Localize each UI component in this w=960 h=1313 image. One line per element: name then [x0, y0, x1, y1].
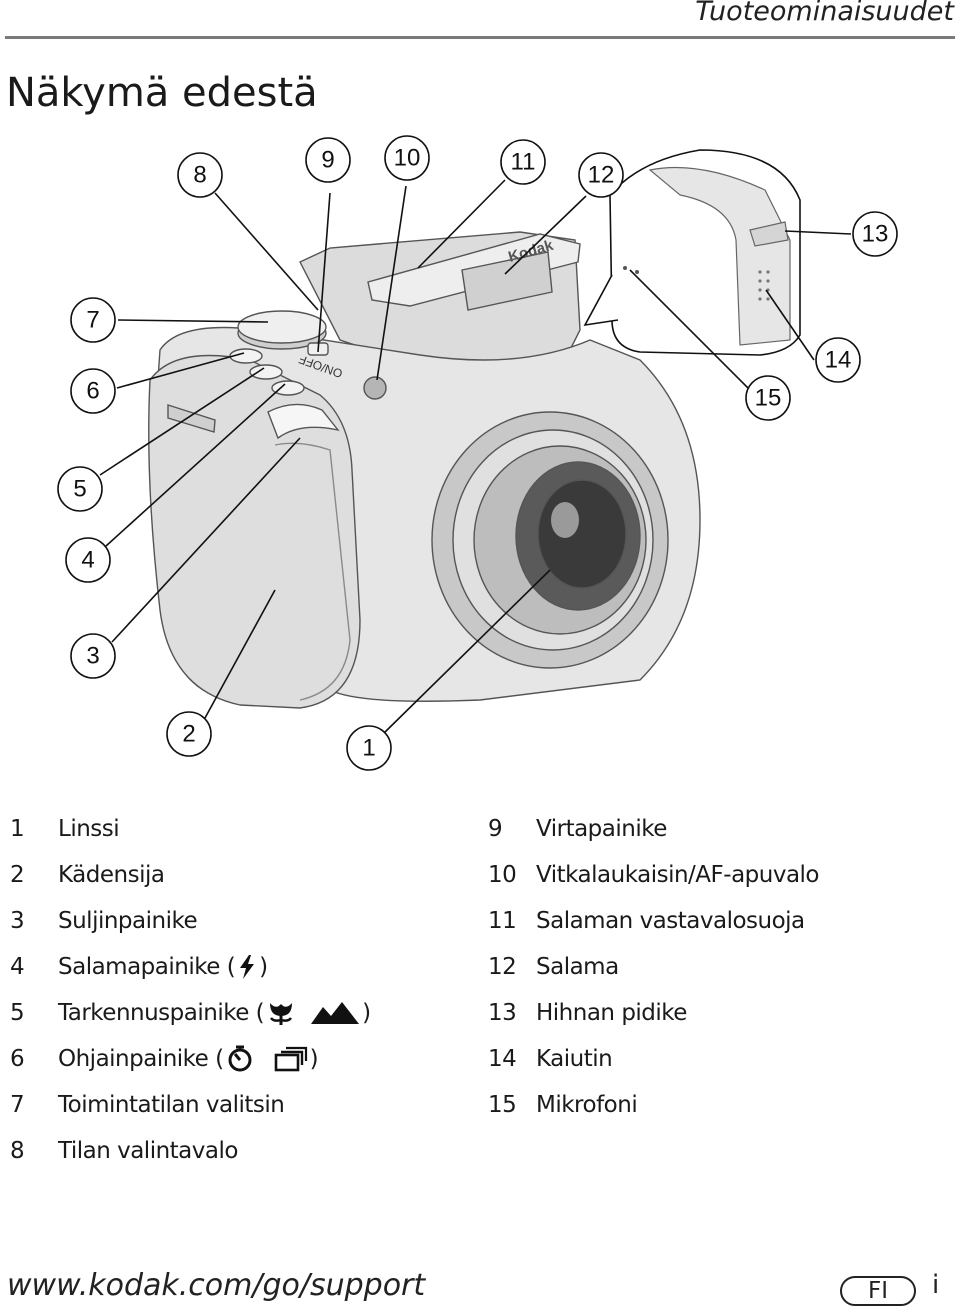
header-divider: [5, 36, 955, 39]
legend-label-text: Salamapainike (: [58, 954, 236, 980]
callout-11: 11: [500, 139, 546, 185]
svg-text:1: 1: [362, 735, 375, 762]
callout-2: 2: [166, 711, 212, 757]
legend-number: 1: [10, 816, 25, 842]
landscape-icon: [310, 1001, 360, 1025]
callout-10: 10: [384, 135, 430, 181]
callout-14: 14: [815, 337, 861, 383]
camera-front-view-figure: Kodak ON/OFF 1 2 3: [57, 135, 898, 771]
callout-12: 12: [578, 152, 624, 198]
legend-right-column: 9 Virtapainike 10 Vitkalaukaisin/AF-apuv…: [488, 806, 820, 1128]
legend-label: Toimintatilan valitsin: [58, 1092, 285, 1118]
callout-3: 3: [70, 633, 116, 679]
legend-label-text: Tarkennuspainike (: [58, 1000, 265, 1026]
legend-item-13: 13 Hihnan pidike: [488, 990, 819, 1036]
svg-text:4: 4: [81, 547, 94, 574]
legend-label: Salaman vastavalosuoja: [536, 908, 805, 934]
legend-label: Salamapainike ( ): [58, 954, 268, 980]
language-badge: FI: [840, 1276, 916, 1306]
callout-9: 9: [305, 137, 351, 183]
legend-number: 14: [488, 1046, 517, 1072]
callout-15: 15: [745, 375, 791, 421]
legend-number: 10: [488, 862, 517, 888]
legend-item-9: 9 Virtapainike: [488, 806, 819, 852]
callout-7: 7: [70, 297, 116, 343]
flash-icon: [237, 954, 257, 980]
camera-illustration: [148, 231, 701, 709]
legend-label: Linssi: [58, 816, 120, 842]
strap-detail-inset: [583, 149, 801, 356]
legend-label-close: ): [309, 1046, 319, 1072]
legend-label: Tarkennuspainike ( ): [58, 1000, 371, 1026]
legend-label: Mikrofoni: [536, 1092, 638, 1118]
legend-number: 11: [488, 908, 517, 934]
legend-number: 8: [10, 1138, 25, 1164]
svg-text:15: 15: [755, 385, 782, 412]
support-url-link[interactable]: www.kodak.com/go/support: [7, 1268, 426, 1303]
callout-13: 13: [852, 211, 898, 257]
legend-number: 4: [10, 954, 25, 980]
callout-6: 6: [70, 368, 116, 414]
legend-label: Kädensija: [58, 862, 165, 888]
legend-label: Vitkalaukaisin/AF-apuvalo: [536, 862, 820, 888]
svg-text:7: 7: [86, 307, 99, 334]
legend-number: 3: [10, 908, 25, 934]
legend-item-3: 3 Suljinpainike: [10, 898, 371, 944]
legend-left-column: 1 Linssi 2 Kädensija 3 Suljinpainike 4 S…: [10, 806, 371, 1174]
legend-item-7: 7 Toimintatilan valitsin: [10, 1082, 371, 1128]
svg-text:6: 6: [86, 378, 99, 405]
svg-text:3: 3: [86, 643, 99, 670]
svg-text:8: 8: [193, 162, 206, 189]
callout-4: 4: [65, 537, 111, 583]
callout-1: 1: [346, 725, 392, 771]
legend-item-4: 4 Salamapainike ( ): [10, 944, 371, 990]
burst-icon: [274, 1046, 308, 1072]
legend-number: 5: [10, 1000, 25, 1026]
legend-item-5: 5 Tarkennuspainike ( ): [10, 990, 371, 1036]
legend-number: 2: [10, 862, 25, 888]
legend-item-14: 14 Kaiutin: [488, 1036, 819, 1082]
page-title: Näkymä edestä: [6, 70, 318, 116]
legend-item-11: 11 Salaman vastavalosuoja: [488, 898, 819, 944]
legend-item-15: 15 Mikrofoni: [488, 1082, 819, 1128]
legend-label: Salama: [536, 954, 619, 980]
self-timer-icon: [226, 1045, 254, 1073]
page-number: i: [932, 1270, 940, 1300]
legend-item-8: 8 Tilan valintavalo: [10, 1128, 371, 1174]
legend-item-12: 12 Salama: [488, 944, 819, 990]
legend-label: Tilan valintavalo: [58, 1138, 238, 1164]
callout-5: 5: [57, 466, 103, 512]
svg-text:12: 12: [588, 162, 615, 189]
legend-number: 15: [488, 1092, 517, 1118]
legend-number: 13: [488, 1000, 517, 1026]
legend-label: Hihnan pidike: [536, 1000, 687, 1026]
legend-label: Kaiutin: [536, 1046, 613, 1072]
section-title: Tuoteominaisuudet: [695, 0, 954, 27]
callout-leader-lines: [99, 179, 852, 735]
svg-text:10: 10: [394, 145, 421, 172]
legend-label-text: Ohjainpainike (: [58, 1046, 224, 1072]
svg-text:13: 13: [862, 221, 889, 248]
legend-label-close: ): [259, 954, 268, 980]
legend-number: 7: [10, 1092, 25, 1118]
legend-number: 9: [488, 816, 503, 842]
legend-label: Suljinpainike: [58, 908, 198, 934]
callout-8: 8: [177, 152, 223, 198]
legend-label-close: ): [362, 1000, 371, 1026]
legend-label: Ohjainpainike ( ): [58, 1045, 319, 1073]
macro-icon: [266, 1000, 296, 1026]
svg-text:11: 11: [511, 149, 536, 176]
svg-text:9: 9: [321, 147, 334, 174]
legend-number: 12: [488, 954, 517, 980]
svg-text:14: 14: [825, 347, 852, 374]
svg-text:5: 5: [73, 476, 86, 503]
legend-item-2: 2 Kädensija: [10, 852, 371, 898]
legend-item-10: 10 Vitkalaukaisin/AF-apuvalo: [488, 852, 820, 898]
legend-item-6: 6 Ohjainpainike ( ): [10, 1036, 371, 1082]
svg-text:2: 2: [182, 721, 195, 748]
legend-item-1: 1 Linssi: [10, 806, 371, 852]
legend-label: Virtapainike: [536, 816, 667, 842]
legend-number: 6: [10, 1046, 25, 1072]
